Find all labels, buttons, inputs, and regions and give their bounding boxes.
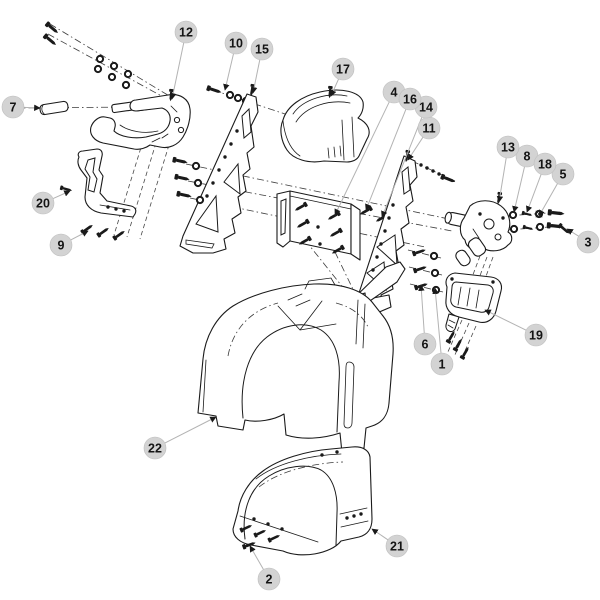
- callout-6[interactable]: 6: [413, 332, 437, 356]
- back-panel-left-hardware: [172, 156, 205, 205]
- callout-balloon-9[interactable]: [49, 233, 73, 257]
- leader-line-10: [223, 53, 234, 91]
- leader-line-8: [512, 166, 525, 213]
- callout-number-6: 6: [422, 338, 429, 352]
- leader-line-15: [250, 59, 261, 94]
- leader-line-18: [526, 174, 542, 213]
- control-bracket-part: [445, 272, 503, 361]
- top-cover-part: [280, 85, 370, 163]
- callout-balloon-2[interactable]: [257, 567, 281, 591]
- callout-number-18: 18: [538, 158, 552, 172]
- callout-15[interactable]: 15: [250, 37, 274, 61]
- callout-number-20: 20: [36, 197, 50, 211]
- callout-11[interactable]: 11: [417, 116, 441, 140]
- callout-balloon-6[interactable]: [413, 332, 437, 356]
- callout-number-15: 15: [255, 43, 269, 57]
- callout-7[interactable]: 7: [1, 95, 25, 119]
- callout-balloon-15[interactable]: [250, 37, 274, 61]
- callout-number-8: 8: [524, 150, 531, 164]
- upper-shroud-part: [197, 261, 406, 454]
- callout-balloon-3[interactable]: [576, 230, 600, 254]
- leader-line-14: [381, 117, 423, 218]
- callout-balloon-10[interactable]: [224, 31, 248, 55]
- callout-number-12: 12: [179, 26, 193, 40]
- callout-balloon-19[interactable]: [524, 323, 548, 347]
- leader-line-20: [52, 190, 71, 199]
- callout-21[interactable]: 21: [385, 534, 409, 558]
- leader-line-16: [365, 109, 407, 211]
- callout-balloon-13[interactable]: [496, 135, 520, 159]
- leader-line-22: [164, 416, 217, 444]
- callout-18[interactable]: 18: [533, 152, 557, 176]
- callout-number-21: 21: [390, 540, 404, 554]
- callout-3[interactable]: 3: [576, 230, 600, 254]
- callout-2[interactable]: 2: [257, 567, 281, 591]
- handle-mount-hardware: [42, 21, 133, 90]
- callout-5[interactable]: 5: [551, 162, 575, 186]
- callout-number-10: 10: [229, 37, 243, 51]
- callout-1[interactable]: 1: [430, 352, 454, 376]
- callout-number-16: 16: [403, 93, 417, 107]
- callout-balloon-22[interactable]: [143, 436, 167, 460]
- lower-shroud-part: [232, 446, 373, 556]
- callout-10[interactable]: 10: [224, 31, 248, 55]
- leader-line-5: [538, 183, 558, 217]
- callout-20[interactable]: 20: [31, 191, 55, 215]
- callout-balloon-17[interactable]: [331, 57, 355, 81]
- leader-line-1: [432, 287, 442, 354]
- leader-line-21: [371, 528, 389, 541]
- callout-number-4: 4: [391, 86, 398, 100]
- leader-line-4: [334, 101, 390, 216]
- callout-number-9: 9: [58, 239, 65, 253]
- leader-line-3: [566, 228, 579, 237]
- callout-balloon-5[interactable]: [551, 162, 575, 186]
- callout-9[interactable]: 9: [49, 233, 73, 257]
- callout-number-14: 14: [419, 101, 433, 115]
- callout-22[interactable]: 22: [143, 436, 167, 460]
- callout-balloon-16[interactable]: [398, 87, 422, 111]
- callout-13[interactable]: 13: [496, 135, 520, 159]
- callout-number-5: 5: [560, 168, 567, 182]
- leader-line-17: [330, 78, 339, 97]
- leader-line-12: [170, 42, 185, 100]
- callout-number-11: 11: [422, 122, 435, 136]
- callout-number-22: 22: [148, 442, 162, 456]
- leader-line-6: [418, 284, 425, 334]
- callout-balloon-20[interactable]: [31, 191, 55, 215]
- callout-number-2: 2: [266, 573, 273, 587]
- callout-balloon-7[interactable]: [1, 95, 25, 119]
- callout-12[interactable]: 12: [174, 20, 198, 44]
- callout-16[interactable]: 16: [398, 87, 422, 111]
- plate-mount-hardware: [206, 85, 251, 106]
- callout-balloon-21[interactable]: [385, 534, 409, 558]
- leader-line-11: [407, 136, 424, 161]
- grip-cylinder-part: [39, 100, 139, 116]
- leader-line-19: [484, 309, 527, 331]
- leader-line-7: [23, 104, 41, 112]
- callout-number-7: 7: [10, 101, 17, 115]
- handle-bracket-part: [90, 88, 191, 150]
- callout-balloon-12[interactable]: [174, 20, 198, 44]
- callout-number-13: 13: [501, 141, 515, 155]
- leader-line-2: [249, 545, 264, 570]
- back-panel-part: [276, 190, 390, 261]
- callout-number-3: 3: [585, 236, 592, 250]
- callout-19[interactable]: 19: [524, 323, 548, 347]
- leader-line-9: [70, 230, 89, 241]
- callout-balloon-18[interactable]: [533, 152, 557, 176]
- callout-17[interactable]: 17: [331, 57, 355, 81]
- callout-number-1: 1: [439, 358, 446, 372]
- callout-number-17: 17: [336, 63, 350, 77]
- leader-line-13: [496, 157, 507, 203]
- callout-balloon-1[interactable]: [430, 352, 454, 376]
- l-bracket-part: [59, 148, 137, 218]
- left-side-plate-part: [179, 83, 259, 254]
- callout-number-19: 19: [529, 329, 543, 343]
- tilt-lever-part: [444, 191, 513, 267]
